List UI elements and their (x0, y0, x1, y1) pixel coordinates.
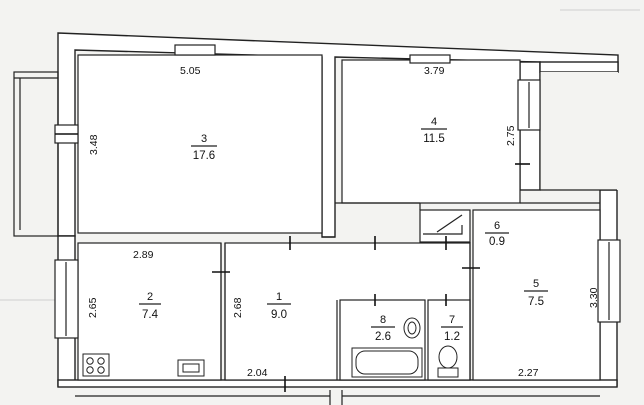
room-8-area: 2.6 (375, 331, 391, 343)
stove-icon (82, 353, 110, 377)
dim-room4-height: 2.75 (505, 125, 517, 146)
room-4-number: 4 (431, 116, 437, 128)
dim-room3-height: 3.48 (88, 134, 100, 155)
dim-room2-width: 2.89 (133, 249, 154, 261)
dimension-labels: 5.05 3.48 3.79 2.75 2.89 2.65 2.68 2.04 … (87, 65, 600, 379)
dim-room3-width: 5.05 (180, 65, 201, 77)
room-2-number: 2 (147, 291, 153, 303)
room-3-number: 3 (201, 133, 207, 145)
room-2-area: 7.4 (142, 309, 159, 321)
dim-room5-width: 2.27 (518, 367, 539, 379)
dim-room4-width: 3.79 (424, 65, 445, 77)
room-4 (341, 59, 521, 204)
room-5-number: 5 (533, 278, 539, 290)
dim-room5-height: 3.30 (588, 287, 600, 308)
window-icon (54, 44, 621, 339)
bathtub-icon (351, 347, 423, 378)
rooms (77, 54, 601, 381)
sink-icon (177, 359, 205, 377)
toilet-icon (437, 345, 459, 378)
room-6-number: 6 (494, 220, 500, 232)
dim-room1-width: 2.04 (247, 367, 268, 379)
balcony (13, 71, 59, 237)
room-5 (472, 209, 601, 381)
room-7-area: 1.2 (444, 331, 460, 343)
lower-neighbor-outline (75, 390, 600, 405)
room-3-area: 17.6 (193, 150, 215, 162)
room-4-area: 11.5 (423, 133, 445, 145)
partition-walls (220, 202, 600, 380)
room-6-area: 0.9 (489, 236, 505, 248)
room-1-area: 9.0 (271, 309, 287, 321)
room-1-number: 1 (276, 291, 282, 303)
dim-room1-height: 2.68 (232, 297, 244, 318)
room-3 (77, 54, 323, 234)
room-labels: 3 17.6 4 11.5 2 7.4 1 9.0 6 0.9 5 7.5 8 … (139, 116, 548, 343)
door-icon (212, 163, 530, 392)
room-7-number: 7 (449, 314, 455, 326)
washbasin-icon (403, 317, 421, 339)
room-5-area: 7.5 (528, 296, 544, 308)
dim-room2-height: 2.65 (87, 297, 99, 318)
room-8-number: 8 (380, 314, 386, 326)
